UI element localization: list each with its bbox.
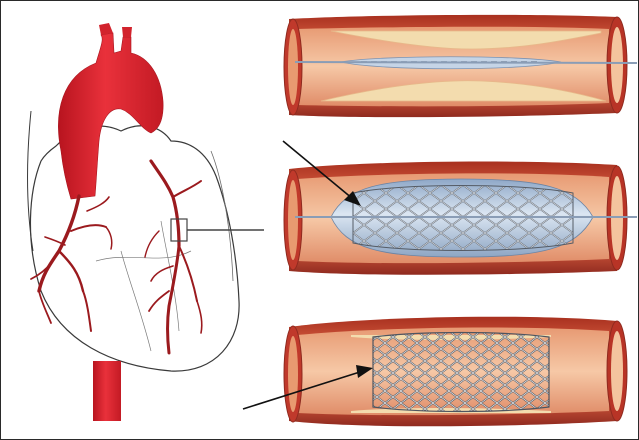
deployed-stent (373, 333, 549, 412)
vessel-panel-2 (283, 141, 637, 275)
guide-wire (295, 62, 637, 63)
descending-aorta (93, 361, 121, 421)
heart-illustration (28, 23, 265, 421)
vessel-panel-1 (284, 15, 637, 117)
vessel-panel-3 (243, 317, 627, 427)
